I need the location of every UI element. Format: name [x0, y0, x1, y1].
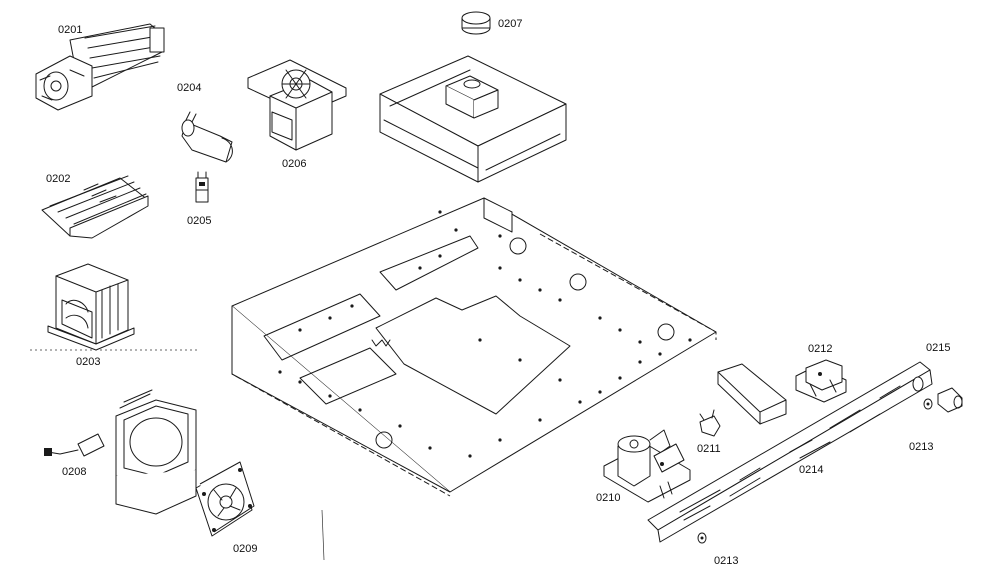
part-0204-capacitor [181, 111, 233, 163]
label-0209: 0209 [233, 543, 258, 555]
label-0214: 0214 [799, 464, 824, 476]
part-fan-bracket [115, 389, 197, 515]
part-0206-magnetron [247, 59, 347, 151]
label-0213-right: 0213 [909, 441, 934, 453]
part-0214-rail [647, 361, 933, 543]
part-0209-cooling-fan [195, 461, 255, 537]
part-switch-bracket [717, 363, 787, 425]
part-0213-nut-bottom [697, 532, 707, 544]
label-0203: 0203 [76, 356, 101, 368]
label-0211: 0211 [697, 443, 721, 455]
part-0202-heat-sink [41, 175, 149, 239]
label-0210: 0210 [596, 492, 621, 504]
part-0205-diode [195, 171, 209, 203]
label-0205: 0205 [187, 215, 212, 227]
part-0213-nut-right [923, 398, 933, 410]
part-0211-switch [699, 409, 721, 437]
part-0212-latch [795, 359, 847, 403]
guide-line [321, 509, 325, 561]
label-0201: 0201 [58, 24, 83, 36]
label-0207: 0207 [498, 18, 523, 30]
label-0212: 0212 [808, 343, 833, 355]
label-0202: 0202 [46, 173, 71, 185]
part-0215-cap [937, 387, 963, 413]
part-0210-motor [603, 429, 691, 503]
label-0208: 0208 [62, 466, 87, 478]
label-0206: 0206 [282, 158, 307, 170]
part-0201-blower [35, 23, 165, 111]
label-0215: 0215 [926, 342, 951, 354]
part-housing-box [379, 55, 567, 183]
label-0213-bottom: 0213 [714, 555, 739, 567]
part-0203-transformer [47, 263, 135, 351]
part-base-plate [231, 197, 717, 497]
label-0204: 0204 [177, 82, 202, 94]
part-0208-sensor [44, 433, 105, 457]
part-0207-cap [461, 11, 491, 35]
